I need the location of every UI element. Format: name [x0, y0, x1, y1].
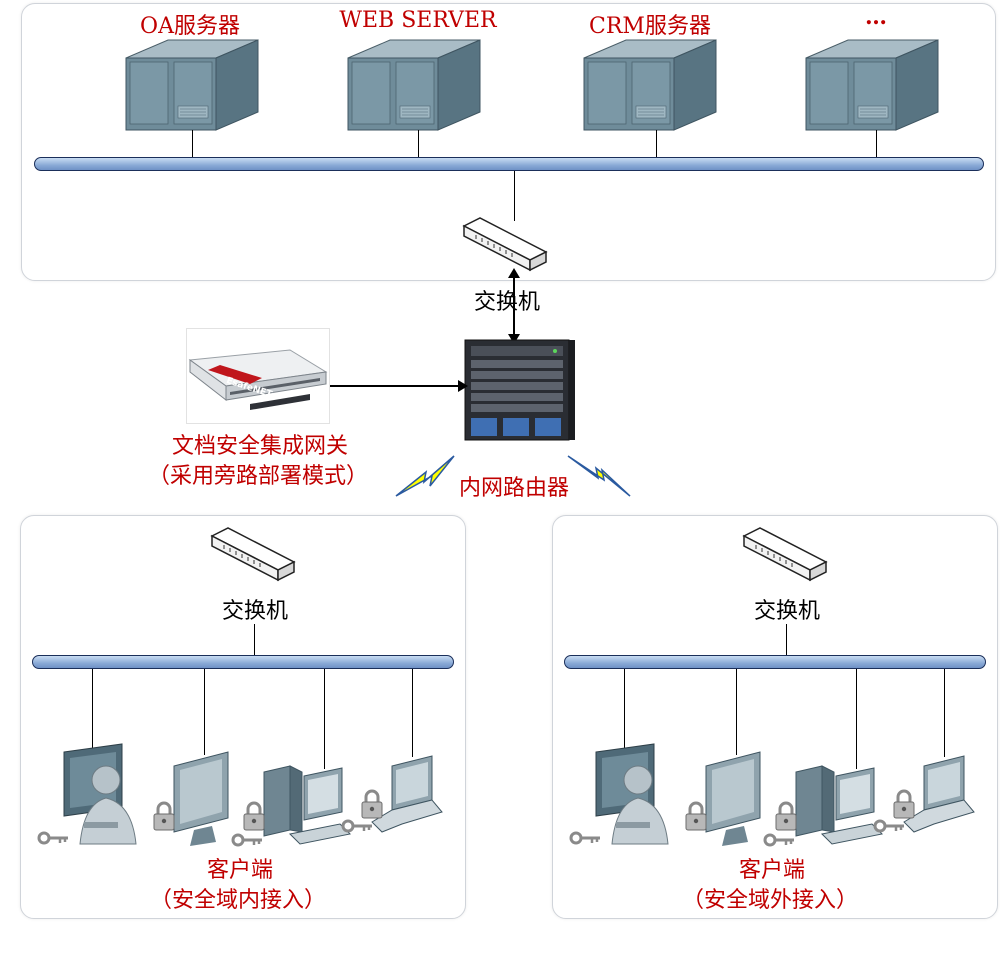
more-server-icon: [805, 39, 939, 131]
server-link-web: [418, 130, 419, 158]
left-client-user-icon: [44, 752, 154, 852]
server-label-more: …: [865, 4, 887, 30]
left-switch-label: 交换机: [221, 599, 289, 624]
core-switch-icon: [463, 217, 547, 271]
left-drop-4: [412, 669, 413, 757]
left-client-label-line1: 客户端: [206, 858, 274, 883]
bus-to-core-switch-link: [514, 171, 515, 221]
right-switch-label: 交换机: [753, 599, 821, 624]
web-server-icon: [347, 39, 481, 131]
server-link-oa: [192, 130, 193, 158]
server-bus: [34, 157, 984, 171]
gateway-router-arrow: [320, 380, 468, 392]
lightning-left-icon: [395, 455, 455, 497]
left-switch-link: [254, 624, 255, 656]
server-link-crm: [656, 130, 657, 158]
right-drop-3: [856, 669, 857, 769]
right-client-zone: [552, 515, 998, 919]
server-link-more: [876, 130, 877, 158]
right-switch-icon: [743, 527, 827, 581]
router-label: 内网路由器: [458, 476, 570, 501]
switch-router-arrow: [508, 268, 520, 344]
right-client-desktop-icon: [782, 772, 892, 852]
oa-server-icon: [125, 39, 259, 131]
lightning-right-icon: [567, 455, 631, 497]
router-chassis-icon: [464, 339, 575, 441]
right-client-user-icon: [576, 752, 686, 852]
crm-server-icon: [583, 39, 717, 131]
left-drop-2: [204, 669, 205, 755]
gateway-label-line1: 文档安全集成网关: [171, 434, 349, 459]
right-bus: [564, 655, 986, 669]
right-switch-link: [786, 624, 787, 656]
right-drop-1: [624, 669, 625, 755]
left-drop-1: [92, 669, 93, 755]
gateway-label-line2: （采用旁路部署模式）: [147, 464, 369, 489]
left-client-zone: [20, 515, 466, 919]
core-switch-label: 交换机: [473, 290, 541, 315]
right-client-label-line1: 客户端: [738, 858, 806, 883]
right-client-laptop-icon: [888, 766, 978, 846]
left-drop-3: [324, 669, 325, 769]
gateway-appliance-icon: [188, 349, 328, 410]
server-label-web: WEB SERVER: [339, 8, 497, 33]
left-client-desktop-icon: [250, 772, 360, 852]
right-drop-2: [736, 669, 737, 755]
right-client-label-line2: （安全域外接入）: [681, 888, 859, 913]
left-client-laptop-icon: [356, 766, 446, 846]
left-client-label-line2: （安全域内接入）: [149, 888, 327, 913]
server-label-crm: CRM服务器: [589, 14, 711, 39]
left-switch-icon: [211, 527, 295, 581]
server-label-oa: OA服务器: [140, 14, 240, 39]
left-bus: [32, 655, 454, 669]
right-drop-4: [944, 669, 945, 757]
